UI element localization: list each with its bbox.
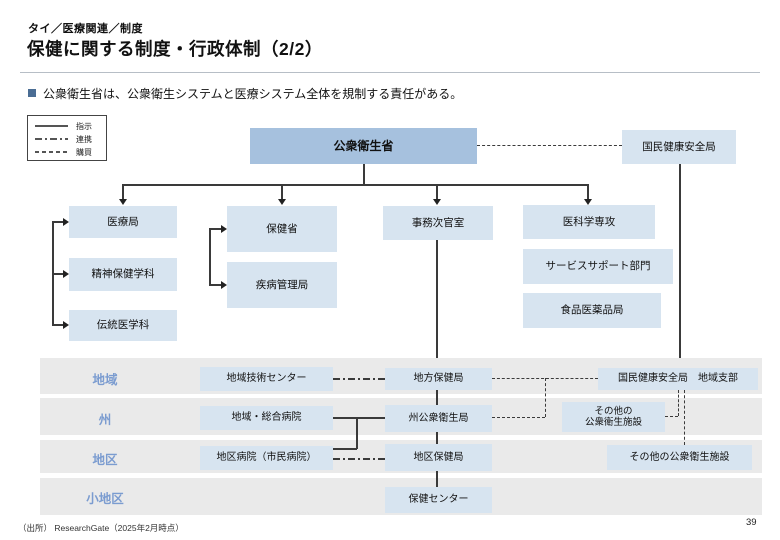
box-district-health-office: 地区保健局: [385, 444, 492, 471]
row-label-region: 地域: [92, 373, 118, 387]
page-number: 39: [746, 517, 757, 528]
arrow-down-icon: [433, 199, 441, 205]
connector-district-healthcenter-solid: [436, 471, 438, 487]
box-permanent-secretary-office: 事務次官室: [383, 206, 493, 240]
legend-line-solid: [35, 125, 68, 127]
bracket-col2-arm-2: [209, 284, 222, 286]
box-disease-control-dept: 疾病管理局: [227, 262, 337, 308]
connector-hospital-provincialoffice-solid: [333, 417, 385, 419]
box-regional-tech-center: 地域技術センター: [200, 367, 333, 391]
box-nhso: 国民健康安全局: [622, 130, 736, 164]
bracket-col1-arm-2: [52, 273, 64, 275]
arrow-down-icon: [119, 199, 127, 205]
box-other-facilities-district: その他の公衆衛生施設: [607, 445, 752, 470]
bracket-col2: [209, 228, 211, 286]
connector-districthospital-up-solid-h: [333, 448, 357, 450]
connector-provincial-district-solid: [436, 432, 438, 444]
box-health-center: 保健センター: [385, 487, 492, 513]
tree-horizontal: [122, 184, 588, 186]
tree-drop-3: [436, 184, 438, 200]
source-note: （出所） ResearchGate（2025年2月時点）: [18, 523, 184, 533]
connector-techcenter-regionaloffice-dashdot: [333, 378, 385, 380]
bracket-col1-arm-3: [52, 324, 64, 326]
box-district-hospital: 地区病院（市民病院）: [200, 446, 333, 470]
row-label-subdistrict: 小地区: [86, 492, 124, 506]
bullet-square-icon: [28, 89, 36, 97]
legend-line-dashdot: [35, 138, 68, 140]
box-regional-general-hospital: 地域・総合病院: [200, 406, 333, 430]
arrow-right-icon: [63, 218, 69, 226]
connector-ministry-nhso-dashed: [477, 145, 622, 146]
box-provincial-public-health-office: 州公衆衛生局: [385, 405, 492, 432]
legend-label-dashed: 購買: [76, 148, 92, 157]
row-label-district: 地区: [92, 453, 118, 467]
connector-districthospital-districtoffice-dashdot: [333, 458, 385, 460]
tree-drop-1: [122, 184, 124, 200]
connector-otherfacilities-branch-dashed-h: [665, 416, 678, 417]
box-health-dept: 保健省: [227, 206, 337, 252]
tree-stem: [363, 164, 365, 185]
connector-otherfacilities-branch-dashed-v: [678, 390, 679, 416]
box-service-support-dept: サービスサポート部門: [523, 249, 673, 284]
connector-provincialoffice-dashed-h: [492, 417, 545, 418]
box-regional-health-office: 地方保健局: [385, 368, 492, 390]
legend-label-solid: 指示: [76, 122, 92, 131]
connector-secretary-to-regional-office: [436, 240, 438, 368]
connector-nhso-to-branch: [679, 164, 681, 368]
connector-regional-provincial-solid: [436, 390, 438, 405]
arrow-right-icon: [63, 270, 69, 278]
bracket-col1-arm-1: [52, 221, 64, 223]
legend-label-dashdot: 連携: [76, 135, 92, 144]
title-divider: [20, 72, 760, 73]
box-nhso-regional-branch: 国民健康安全局 地域支部: [598, 368, 758, 390]
tree-drop-4: [587, 184, 589, 200]
key-message: 公衆衛生省は、公衆衛生システムと医療システム全体を規制する責任がある。: [43, 87, 463, 101]
legend-line-dashed: [35, 151, 68, 153]
page-title: 保健に関する制度・行政体制（2/2）: [27, 39, 323, 59]
box-traditional-medicine-dept: 伝統医学科: [69, 310, 177, 341]
legend-box: 指示 連携 購買: [27, 115, 107, 161]
row-label-province: 州: [98, 413, 112, 427]
eyebrow: タイ／医療関連／制度: [28, 23, 143, 35]
connector-branch-otherfacilities-district-dashed: [684, 390, 685, 445]
arrow-down-icon: [584, 199, 592, 205]
box-fda: 食品医薬品局: [523, 293, 661, 328]
bracket-col2-arm-1: [209, 228, 222, 230]
tree-drop-2: [281, 184, 283, 200]
connector-provincialoffice-dashed-v: [545, 378, 546, 417]
connector-districthospital-up-solid-v: [356, 417, 358, 449]
arrow-right-icon: [63, 321, 69, 329]
box-ministry-public-health: 公衆衛生省: [250, 128, 477, 164]
arrow-right-icon: [221, 281, 227, 289]
arrow-right-icon: [221, 225, 227, 233]
box-mental-health-dept: 精神保健学科: [69, 258, 177, 291]
box-other-facilities-province: その他の 公衆衛生施設: [562, 402, 665, 432]
box-medical-sciences-dept: 医科学専攻: [523, 205, 655, 239]
arrow-down-icon: [278, 199, 286, 205]
box-medical-dept: 医療局: [69, 206, 177, 238]
